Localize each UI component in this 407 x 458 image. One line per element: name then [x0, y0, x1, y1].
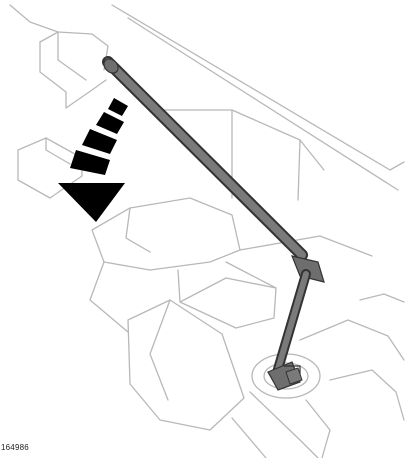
figure-id-label: 164986 [1, 443, 29, 452]
tommy-bar-wrench-icon [102, 56, 325, 391]
component-outlines [9, 4, 405, 458]
curved-rotation-arrow-icon [58, 98, 128, 222]
